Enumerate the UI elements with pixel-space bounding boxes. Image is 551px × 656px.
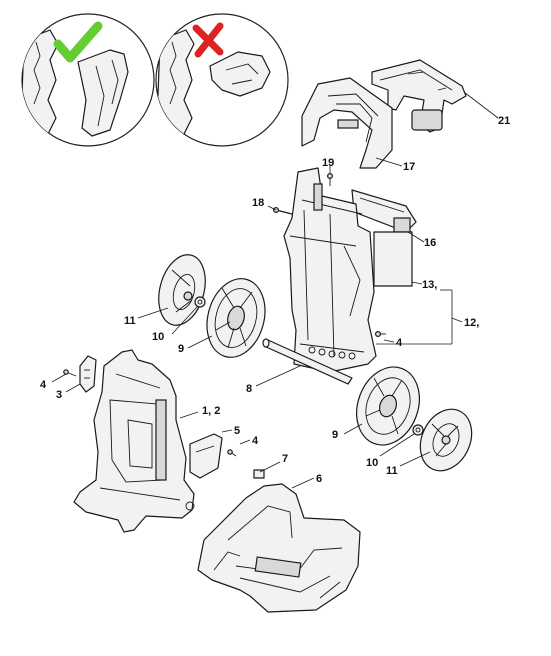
screw-18: [273, 207, 293, 215]
screw-19: [327, 173, 334, 186]
callout-7: 7: [282, 453, 288, 465]
callout-11-right: 11: [386, 465, 398, 477]
part-1-2-housing: [73, 349, 195, 533]
part-10-washer-right: [412, 424, 424, 436]
callout-4-cover: 4: [252, 435, 259, 447]
callout-13: 13,: [422, 279, 437, 291]
part-12-frame: [283, 167, 377, 373]
part-8-axle: [262, 338, 353, 385]
callout-8: 8: [246, 383, 252, 395]
callout-10-right: 10: [366, 457, 378, 469]
part-3-hook: [79, 355, 97, 393]
callout-12: 12,: [464, 317, 479, 329]
callout-19: 19: [322, 157, 334, 169]
callout-6: 6: [316, 473, 322, 485]
screw-4-frame: [375, 331, 386, 338]
callout-11-left: 11: [124, 315, 136, 327]
screw-4-cover: [227, 449, 237, 457]
part-21-handle-bracket: [371, 59, 467, 133]
screw-4-hook: [63, 369, 77, 377]
detail-wrong-installation: [155, 13, 289, 147]
callout-10-left: 10: [152, 331, 164, 343]
part-9-wheel-left: [206, 278, 266, 358]
detail-correct-installation: [21, 13, 155, 147]
part-11-hubcap-right: [419, 408, 473, 472]
part-10-washer-left: [194, 296, 206, 308]
part-13-label: [373, 231, 413, 287]
callout-16: 16: [424, 237, 436, 249]
callout-4-frame: 4: [396, 337, 403, 349]
callout-4-hook: 4: [40, 379, 47, 391]
callout-17: 17: [403, 161, 415, 173]
part-9-wheel-right: [356, 366, 420, 446]
callout-5: 5: [234, 425, 240, 437]
callout-1-2: 1, 2: [202, 405, 220, 417]
part-6-base: [197, 483, 361, 613]
part-16-hose-guide: [351, 189, 417, 233]
callout-21: 21: [498, 115, 510, 127]
callout-labels: 21 17 19 18 16 13, 12, 11 10 9 4 4 3 8 1…: [40, 115, 510, 485]
cross-icon: [192, 22, 224, 58]
part-7-clip: [253, 469, 265, 479]
callout-9-left: 9: [178, 343, 184, 355]
callout-3: 3: [56, 389, 62, 401]
part-5-cover: [189, 433, 223, 479]
leader-lines: [51, 91, 499, 489]
part-17-handle: [301, 77, 393, 169]
part-11-hubcap-left: [158, 254, 206, 326]
callout-9-right: 9: [332, 429, 338, 441]
check-icon: [53, 21, 103, 63]
callout-18: 18: [252, 197, 264, 209]
